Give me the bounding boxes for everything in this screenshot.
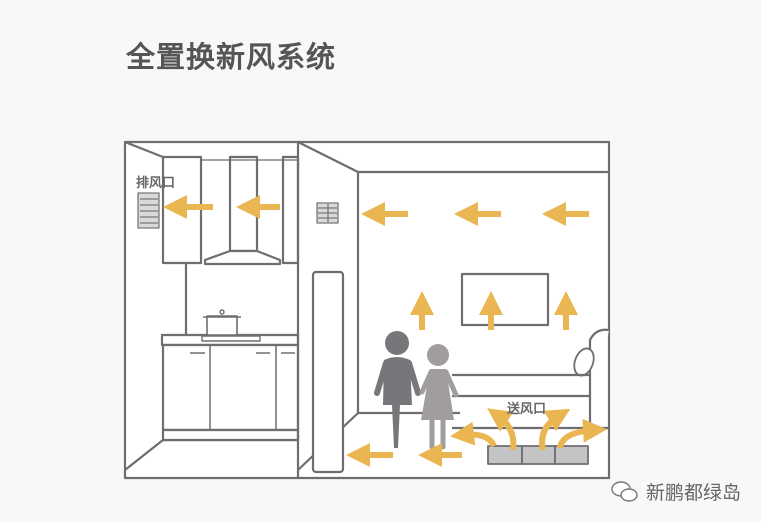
pot bbox=[206, 315, 238, 336]
door bbox=[311, 270, 345, 474]
man-figure bbox=[374, 331, 421, 448]
arrow-curved bbox=[487, 408, 517, 451]
exhaust-label: 排风口 bbox=[136, 176, 176, 191]
arrow-curved bbox=[450, 421, 497, 448]
watermark-text: 新鹏都绿岛 bbox=[646, 482, 742, 504]
kitchen bbox=[124, 140, 300, 471]
supply-label: 送风口 bbox=[507, 402, 547, 417]
page-title: 全置换新风系统 bbox=[126, 40, 337, 74]
supply-vents bbox=[487, 445, 589, 465]
watermark: 新鹏都绿岛 bbox=[610, 478, 741, 505]
woman-figure bbox=[419, 344, 459, 450]
airflow-arrows bbox=[163, 195, 607, 467]
arrow-curved bbox=[539, 408, 571, 451]
range-hood bbox=[203, 249, 282, 266]
lower-cabinets bbox=[161, 343, 300, 432]
arrow-curved bbox=[557, 418, 607, 449]
stove bbox=[201, 335, 261, 342]
tv bbox=[460, 272, 550, 327]
wechat-icon bbox=[611, 480, 638, 502]
